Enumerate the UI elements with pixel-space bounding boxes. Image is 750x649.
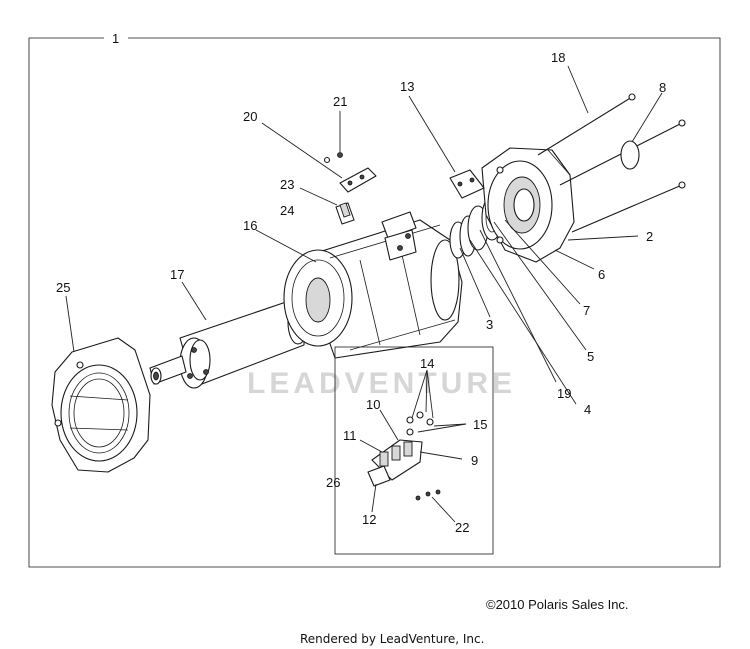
callout-23: 23 (280, 177, 294, 192)
callout-21: 21 (333, 94, 347, 109)
callout-labels: 1 2 3 4 5 6 7 8 9 10 11 12 13 14 15 16 1… (56, 31, 666, 535)
callout-22: 22 (455, 520, 469, 535)
callout-4: 4 (584, 402, 591, 417)
leader-lines (65, 65, 663, 523)
callout-12: 12 (362, 512, 376, 527)
callout-26: 26 (326, 475, 340, 490)
assembly-frame (28, 37, 721, 568)
part-brush-clip (449, 169, 485, 199)
callout-7: 7 (583, 303, 590, 318)
callout-17: 17 (170, 267, 184, 282)
part-terminal (323, 152, 377, 193)
callout-16: 16 (243, 218, 257, 233)
part-brush-plate (367, 411, 441, 501)
rendered-by-notice: Rendered by LeadVenture, Inc. (300, 632, 485, 646)
part-o-ring (620, 140, 640, 170)
callout-2: 2 (646, 229, 653, 244)
callout-24: 24 (280, 203, 294, 218)
inset-box (334, 346, 494, 555)
part-connector (335, 202, 355, 225)
callout-9: 9 (471, 453, 478, 468)
callout-25: 25 (56, 280, 70, 295)
callout-14: 14 (420, 356, 434, 371)
callout-3: 3 (486, 317, 493, 332)
part-drive-housing (481, 147, 575, 263)
callout-1: 1 (112, 31, 119, 46)
callout-8: 8 (659, 80, 666, 95)
callout-11: 11 (343, 428, 357, 443)
part-end-cap (51, 337, 151, 473)
copyright-notice: ©2010 Polaris Sales Inc. (486, 597, 629, 612)
part-through-bolts (537, 93, 686, 233)
callout-19: 19 (557, 386, 571, 401)
watermark-text: LEADVENTURE (247, 367, 516, 400)
callout-20: 20 (243, 109, 257, 124)
callout-10: 10 (366, 397, 380, 412)
callout-5: 5 (587, 349, 594, 364)
callout-18: 18 (551, 50, 565, 65)
callout-6: 6 (598, 267, 605, 282)
part-motor-housing (283, 211, 463, 359)
callout-13: 13 (400, 79, 414, 94)
callout-15: 15 (473, 417, 487, 432)
